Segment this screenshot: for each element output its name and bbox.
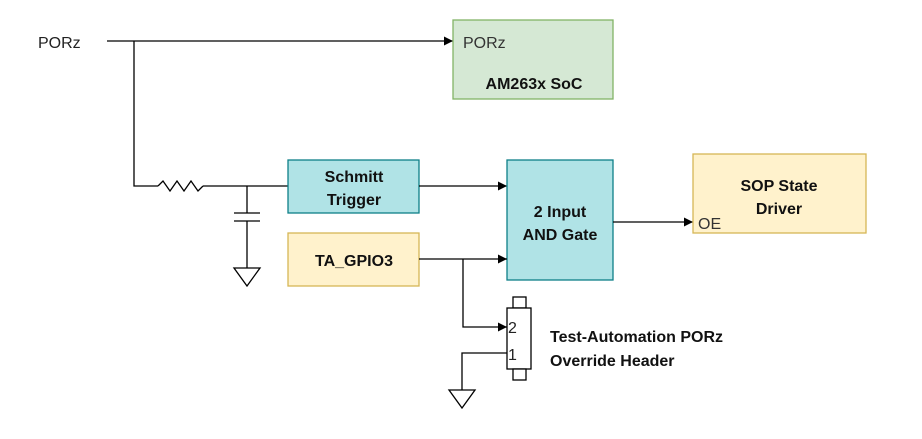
header-label-line1: Test-Automation PORz (550, 329, 723, 346)
header-label-line2: Override Header (550, 353, 675, 370)
gpio-to-header-wire (462, 259, 507, 332)
and-gate-label-line1: 2 Input (534, 204, 587, 221)
schmitt-trigger-label-line1: Schmitt (325, 169, 384, 186)
header-pin1-label: 1 (508, 347, 517, 364)
resistor-symbol (157, 179, 204, 193)
soc-name: AM263x SoC (486, 76, 583, 93)
and-gate-box (506, 159, 614, 281)
header-bottom-tab (512, 368, 527, 381)
porz-input-label: PORz (38, 35, 81, 52)
soc-porz-pin-label: PORz (463, 35, 506, 52)
header-to-ground-wire (461, 352, 507, 390)
and-gate-label-line2: AND Gate (523, 227, 598, 244)
schmitt-trigger-label-line2: Trigger (327, 192, 381, 209)
porz-branch-wire (133, 41, 158, 187)
sop-state-driver-label-line1: SOP State (740, 178, 817, 195)
header-pin2-label: 2 (508, 320, 517, 337)
ground-symbol-capacitor (232, 267, 262, 288)
sop-state-driver-box (692, 153, 867, 234)
oe-pin-label: OE (698, 216, 721, 233)
ta-gpio3-label: TA_GPIO3 (315, 253, 393, 270)
ground-symbol-header (447, 389, 477, 410)
header-top-tab (512, 296, 527, 309)
sop-state-driver-label-line2: Driver (756, 201, 802, 218)
soc-box (452, 19, 614, 100)
